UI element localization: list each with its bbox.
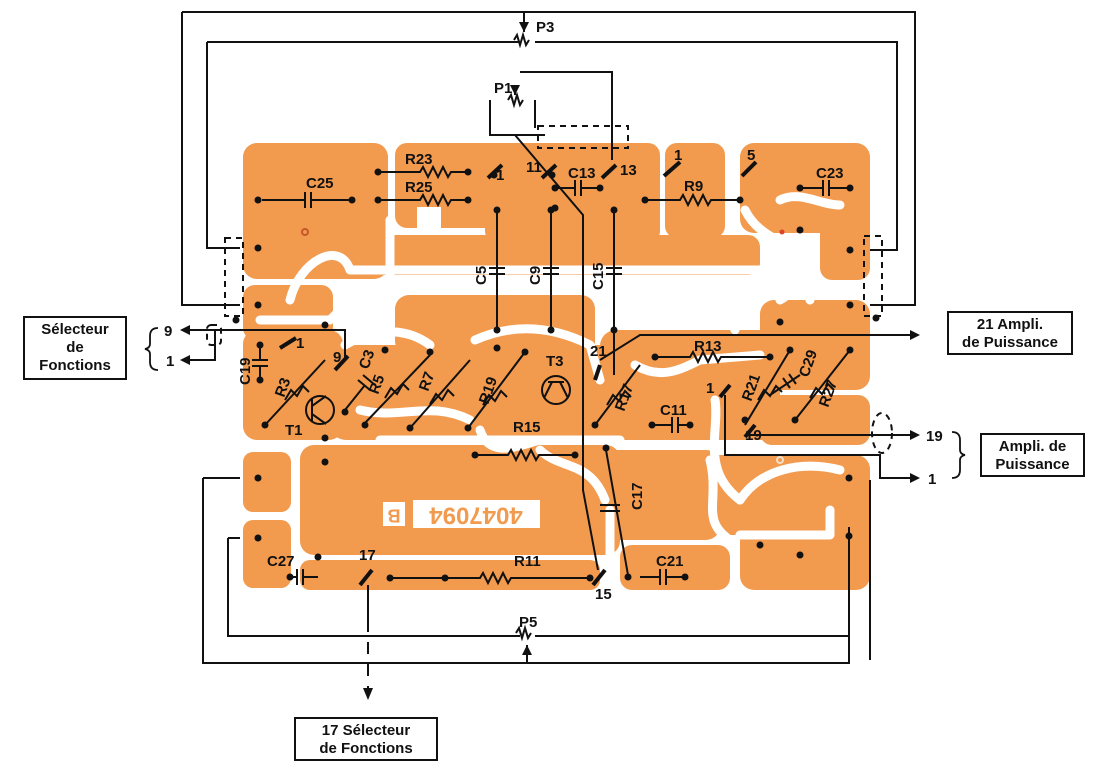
label-p1: P1 [494, 80, 512, 97]
pad-middle-band [290, 235, 760, 275]
pad-center-upper [395, 295, 595, 355]
solder-points [232, 168, 880, 582]
shields [206, 125, 893, 454]
pad-right-c29 [760, 395, 870, 445]
pcb-pads [243, 143, 870, 590]
pad-top-mid [485, 143, 660, 243]
resistors [264, 31, 851, 642]
label-r11: R11 [514, 553, 541, 570]
red-marker [779, 229, 785, 235]
connector-text: de Fonctions [319, 740, 413, 757]
label-c11: C11 [660, 402, 687, 419]
brace-right [951, 431, 966, 479]
revision-box [383, 502, 405, 526]
connector-ampli-21: 21 Ampli. de Puissance [947, 311, 1073, 355]
reference-box [413, 500, 540, 528]
pad-bottom-strip [300, 560, 600, 590]
label-c19: C19 [237, 357, 254, 385]
pin-9: 9 [333, 349, 341, 366]
connector-text: Sélecteur [41, 321, 109, 338]
pin-21: 21 [590, 343, 607, 360]
connector-text: 21 Ampli. [976, 316, 1044, 333]
pin-13: 13 [620, 162, 637, 179]
connector-text: de Puissance [962, 334, 1058, 351]
label-c5: C5 [473, 266, 490, 285]
label-c25: C25 [306, 175, 334, 192]
pin-1-left: 1 [496, 167, 504, 184]
pad-bottom-c21 [620, 545, 730, 590]
pad-c25-row [243, 175, 388, 230]
arrows [180, 22, 920, 700]
ext-pin-9: 9 [164, 323, 172, 340]
pin-17: 17 [359, 547, 376, 564]
pad-top-r23 [395, 143, 510, 228]
label-r13: R13 [694, 338, 722, 355]
pad-left-mid [243, 285, 333, 340]
pad-right-mid [760, 300, 870, 390]
marker-holes [301, 228, 784, 464]
label-p5: P5 [519, 614, 537, 631]
pad-bottom-right [740, 510, 870, 590]
pin-1-top: 1 [674, 147, 682, 164]
pad-lower-left-a [243, 452, 291, 512]
label-c27: C27 [267, 553, 295, 570]
ext-pin-1-left: 1 [166, 353, 174, 370]
revision-letter: B [388, 505, 401, 525]
connector-selecteur-left: Sélecteur de Fonctions [23, 316, 127, 380]
copper-traces [255, 192, 845, 565]
connector-text: Ampli. de [998, 438, 1067, 455]
label-r5: R5 [366, 373, 389, 397]
label-r3: R3 [272, 376, 295, 400]
label-c15: C15 [590, 262, 607, 290]
pin-1-mid: 1 [296, 335, 304, 352]
connector-text: 17 Sélecteur [321, 722, 411, 739]
pin-19: 19 [745, 427, 762, 444]
connector-text: de [66, 339, 84, 356]
label-c3: C3 [356, 348, 379, 372]
label-c9: C9 [527, 266, 544, 285]
board-marking: B 4047094 [383, 500, 540, 529]
label-c17: C17 [629, 482, 646, 510]
ext-pin-1-right: 1 [928, 471, 936, 488]
cutout-square [417, 207, 441, 231]
label-r15: R15 [513, 419, 541, 436]
pin-1-right: 1 [706, 380, 714, 397]
jumper-links [278, 160, 758, 587]
label-p3: P3 [536, 19, 554, 36]
connector-text: Fonctions [39, 357, 111, 374]
pin-11: 11 [526, 159, 542, 176]
pad-left-lower [243, 330, 343, 440]
connector-selecteur-bottom: 17 Sélecteur de Fonctions [294, 717, 438, 761]
ext-pin-19: 19 [926, 428, 943, 445]
transistors [305, 375, 571, 425]
pad-top-r9 [665, 143, 725, 238]
label-t1: T1 [285, 422, 303, 439]
capacitors [252, 180, 850, 585]
label-r23: R23 [405, 151, 433, 168]
label-r9: R9 [684, 178, 703, 195]
connector-ampli-right: Ampli. de Puissance [980, 433, 1085, 477]
label-c21: C21 [656, 553, 684, 570]
brace-left [144, 327, 159, 371]
pin-15: 15 [595, 586, 612, 603]
label-t3: T3 [546, 353, 564, 370]
pad-right-upper [820, 195, 870, 280]
pad-lower-mid [600, 450, 720, 540]
pin-5: 5 [747, 147, 755, 164]
label-c13: C13 [568, 165, 596, 182]
connector-text: Puissance [995, 456, 1070, 473]
label-r25: R25 [405, 179, 433, 196]
label-r7: R7 [416, 370, 439, 394]
board-reference: 4047094 [429, 502, 523, 529]
label-c23: C23 [816, 165, 844, 182]
